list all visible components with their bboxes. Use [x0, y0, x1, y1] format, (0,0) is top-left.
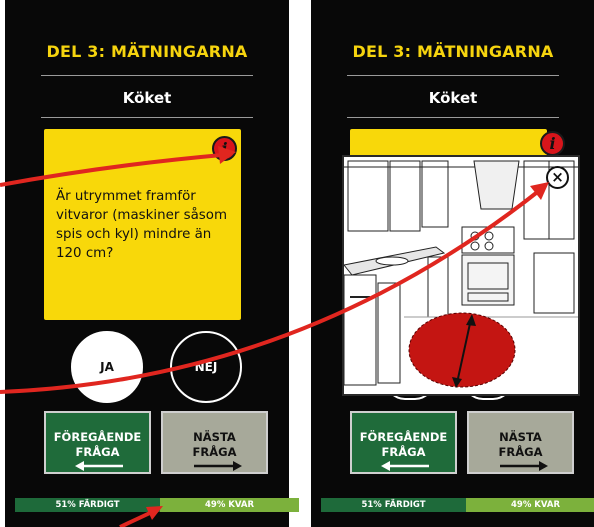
info-icon[interactable]: i: [540, 131, 565, 156]
right-arrow-icon: [500, 461, 548, 471]
section-title: DEL 3: MÄTNINGARNA: [352, 42, 554, 61]
divider: [347, 117, 559, 118]
progress-remaining: 49% KVAR: [466, 498, 594, 512]
question-text: Är utrymmet framför vitvaror (maskiner s…: [56, 189, 227, 261]
answer-yes-button[interactable]: JA: [71, 331, 143, 403]
prev-label-1: FÖREGÅENDE: [359, 430, 448, 444]
close-icon[interactable]: ×: [546, 166, 569, 189]
next-label-1: NÄSTA: [193, 430, 236, 444]
next-question-button[interactable]: NÄSTA FRÅGA: [161, 411, 268, 474]
section-title: DEL 3: MÄTNINGARNA: [46, 42, 248, 61]
annotation-arrow-to-progress: [119, 510, 153, 527]
left-arrow-icon: [381, 461, 429, 471]
divider: [347, 75, 559, 76]
question-card: i Är utrymmet framför vitvaror (maskiner…: [44, 129, 241, 320]
divider: [41, 117, 253, 118]
next-label-2: FRÅGA: [498, 445, 543, 459]
prev-label-1: FÖREGÅENDE: [53, 430, 142, 444]
question-card: i: [350, 129, 565, 159]
previous-question-button[interactable]: FÖREGÅENDE FRÅGA: [350, 411, 457, 474]
left-phone-screen: DEL 3: MÄTNINGARNA Köket i Är utrymmet f…: [5, 0, 299, 527]
progress-remaining: 49% KVAR: [160, 498, 299, 512]
prev-label-2: FRÅGA: [381, 445, 426, 459]
prev-label-2: FRÅGA: [75, 445, 120, 459]
annotation-arrowhead-close: [530, 182, 549, 200]
room-title: Köket: [428, 89, 478, 107]
answer-no-button[interactable]: NEJ: [170, 331, 242, 403]
annotation-arrowhead-progress: [146, 506, 163, 520]
previous-question-button[interactable]: FÖREGÅENDE FRÅGA: [44, 411, 151, 474]
annotation-arrow-to-info: [0, 153, 223, 187]
right-arrow-icon: [194, 461, 242, 471]
annotation-arrowhead-info: [218, 146, 236, 164]
progress-done: 51% FÄRDIGT: [15, 498, 160, 512]
next-question-button[interactable]: NÄSTA FRÅGA: [467, 411, 574, 474]
progress-bar: 51% FÄRDIGT 49% KVAR: [15, 498, 299, 512]
next-label-2: FRÅGA: [192, 445, 237, 459]
progress-bar: 51% FÄRDIGT 49% KVAR: [321, 498, 594, 512]
room-title: Köket: [122, 89, 172, 107]
left-arrow-icon: [75, 461, 123, 471]
progress-done: 51% FÄRDIGT: [321, 498, 466, 512]
divider: [41, 75, 253, 76]
annotation-arrow-to-close: [0, 188, 542, 394]
next-label-1: NÄSTA: [499, 430, 542, 444]
